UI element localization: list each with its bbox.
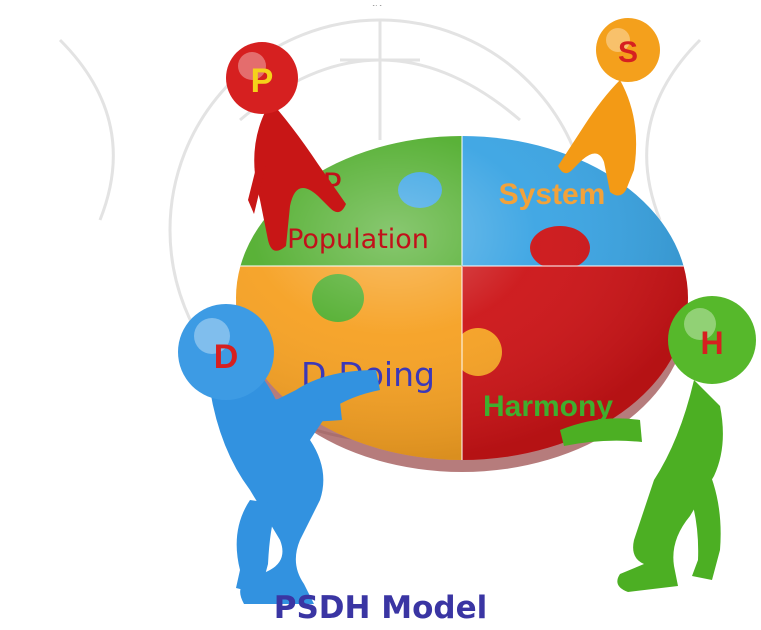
figure-s: S <box>558 18 660 196</box>
figure-d-head <box>178 304 274 400</box>
figure-h: H <box>560 296 756 592</box>
figure-s-letter: S <box>618 36 638 69</box>
clipped-header-text: ู ุ <box>0 0 761 6</box>
figure-d-letter: D <box>214 338 239 376</box>
figure-p: P <box>226 42 346 251</box>
figure-h-letter: H <box>700 325 723 361</box>
figure-p-head <box>226 42 298 114</box>
piece-label-population: Population <box>287 224 429 255</box>
figure-s-head <box>596 18 660 82</box>
model-caption: PSDH Model <box>273 590 488 626</box>
piece-label-harmony: Harmony <box>483 390 613 423</box>
figure-h-head <box>668 296 756 384</box>
figure-d: D <box>178 304 380 604</box>
piece-label-system: System <box>499 178 606 211</box>
figure-p-letter: P <box>251 62 274 100</box>
